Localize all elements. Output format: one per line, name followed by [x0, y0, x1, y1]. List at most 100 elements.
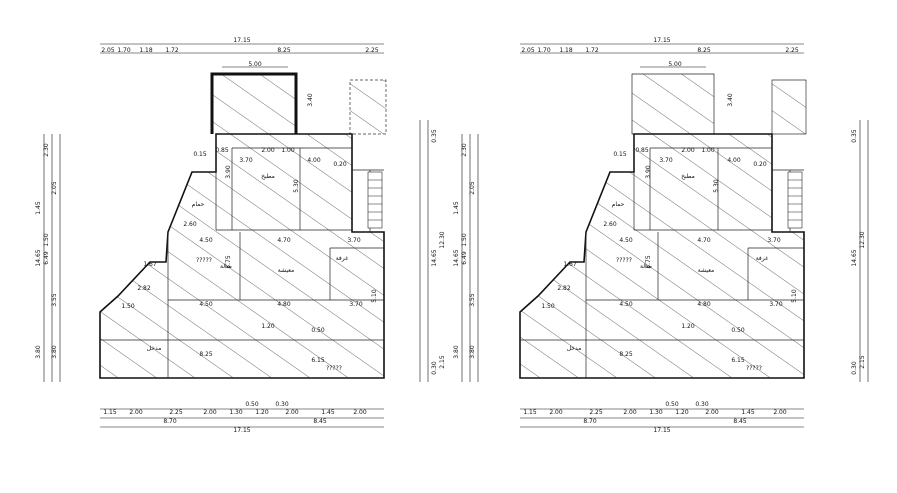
- room-dim: 1.50: [541, 303, 555, 310]
- room-dim: 0.85: [635, 147, 649, 154]
- stair-top: [349, 79, 387, 135]
- interior-walls: [520, 134, 804, 378]
- room-dim: 1.20: [261, 323, 275, 330]
- room-label: مطبخ: [681, 173, 695, 180]
- right-vertical-dim: 12.30: [439, 231, 446, 248]
- top-segment-dim: 1.72: [585, 47, 599, 54]
- room-dim: 2.82: [557, 285, 571, 292]
- bottom-overall-dim: 17.15: [233, 427, 250, 434]
- right-vertical-dim: 0.35: [431, 129, 438, 143]
- left-vertical-dim: 2.05: [469, 181, 476, 195]
- bottom-sub-dim: 0.30: [695, 401, 709, 408]
- bottom-segment-dim: 2.25: [589, 409, 603, 416]
- room-dim: 5.10: [371, 289, 378, 303]
- room-dim: 4.70: [277, 237, 291, 244]
- left-vertical-dim: 3.80: [51, 345, 58, 359]
- stair-top: [771, 79, 807, 135]
- room-dim: 1.00: [281, 147, 295, 154]
- room-label: ?????: [746, 365, 762, 372]
- room-dim: 0.50: [731, 327, 745, 334]
- bottom-segment-dim: 2.00: [285, 409, 299, 416]
- left-vertical-dim: 3.80: [453, 345, 460, 359]
- top-segment-dim: 1.18: [559, 47, 573, 54]
- room-dim: 1.20: [681, 323, 695, 330]
- right-vertical-dim: 2.15: [859, 355, 866, 369]
- left-vertical-dim: 2.30: [43, 143, 50, 157]
- top-segment-dim: 1.70: [537, 47, 551, 54]
- room-dim: 4.80: [697, 301, 711, 308]
- room-label: معيشة: [278, 267, 295, 274]
- room-dim: 4.50: [619, 301, 633, 308]
- top-segment-dim: 1.18: [139, 47, 153, 54]
- room-label: ?????: [616, 257, 632, 264]
- room-dim: 0.15: [193, 151, 207, 158]
- top-segment-dim: 1.72: [165, 47, 179, 54]
- room-label: معيشة: [698, 267, 715, 274]
- room-dim: 3.40: [307, 93, 314, 107]
- top-segment-dim: 2.05: [101, 47, 115, 54]
- room-dim: 2.00: [681, 147, 695, 154]
- room-dim: 0.20: [333, 161, 347, 168]
- right-vertical-dim: 0.30: [851, 361, 858, 375]
- bottom-total-dim: 8.70: [163, 418, 177, 425]
- bottom-segment-dim: 2.00: [705, 409, 719, 416]
- left-vertical-dim: 3.55: [469, 293, 476, 307]
- bottom-sub-dim: 0.30: [275, 401, 289, 408]
- right-vertical-dim: 0.35: [851, 129, 858, 143]
- right-vertical-dim: 12.30: [859, 231, 866, 248]
- room-label: صالة: [640, 263, 652, 270]
- stairs-left: [367, 171, 383, 229]
- room-dim: 3.70: [349, 301, 363, 308]
- room-label: مدخل: [567, 345, 582, 352]
- room-dim: 4.50: [199, 301, 213, 308]
- floor-area-hatch: [520, 134, 804, 378]
- bottom-segment-dim: 2.25: [169, 409, 183, 416]
- right-vertical-dim: 2.15: [439, 355, 446, 369]
- top-segment-dim: 2.25: [365, 47, 379, 54]
- left-vertical-dim: 3.55: [51, 293, 58, 307]
- room-dim: 4.70: [697, 237, 711, 244]
- left-vertical-dim: 3.80: [469, 345, 476, 359]
- left-vertical-dim: 14.65: [453, 249, 460, 266]
- floor-area-hatch: [100, 134, 384, 378]
- room-dim: 4.80: [277, 301, 291, 308]
- room-dim: 3.70: [347, 237, 361, 244]
- top-overall-dim: 17.15: [653, 37, 670, 44]
- balcony-top: [631, 73, 715, 135]
- bottom-segment-dim: 1.20: [675, 409, 689, 416]
- room-dim: 5.30: [713, 179, 720, 193]
- bottom-total-dim: 8.45: [733, 418, 747, 425]
- room-dim: 3.75: [645, 255, 652, 269]
- room-dim: 1.67: [563, 261, 577, 268]
- bottom-segment-dim: 1.15: [103, 409, 117, 416]
- room-dim: 3.70: [239, 157, 253, 164]
- room-label: غرفة: [756, 255, 769, 262]
- room-dim: 1.00: [701, 147, 715, 154]
- room-dim: 4.50: [199, 237, 213, 244]
- room-dim: 3.90: [225, 165, 232, 179]
- room-dim: 8.25: [199, 351, 213, 358]
- room-dim: 0.20: [753, 161, 767, 168]
- bottom-segment-dim: 1.45: [741, 409, 755, 416]
- bottom-segment-dim: 1.30: [229, 409, 243, 416]
- room-dim: 5.10: [791, 289, 798, 303]
- bottom-segment-dim: 2.00: [353, 409, 367, 416]
- room-dim: 4.00: [307, 157, 321, 164]
- left-vertical-dim: 1.45: [453, 201, 460, 215]
- top-segment-dim: 2.25: [785, 47, 799, 54]
- left-vertical-dim: 6.49: [43, 251, 50, 265]
- room-label: صالة: [220, 263, 232, 270]
- balcony-dim: 5.00: [248, 61, 262, 68]
- room-dim: 3.70: [767, 237, 781, 244]
- floor-plan-left: [43, 43, 429, 428]
- left-vertical-dim: 3.80: [35, 345, 42, 359]
- top-segment-dim: 1.70: [117, 47, 131, 54]
- room-dim: 3.40: [727, 93, 734, 107]
- bottom-sub-dim: 0.50: [245, 401, 259, 408]
- room-dim: 8.25: [619, 351, 633, 358]
- room-dim: 4.50: [619, 237, 633, 244]
- right-vertical-dim: 14.65: [431, 249, 438, 266]
- room-label: حمام: [192, 201, 205, 208]
- room-dim: 3.70: [659, 157, 673, 164]
